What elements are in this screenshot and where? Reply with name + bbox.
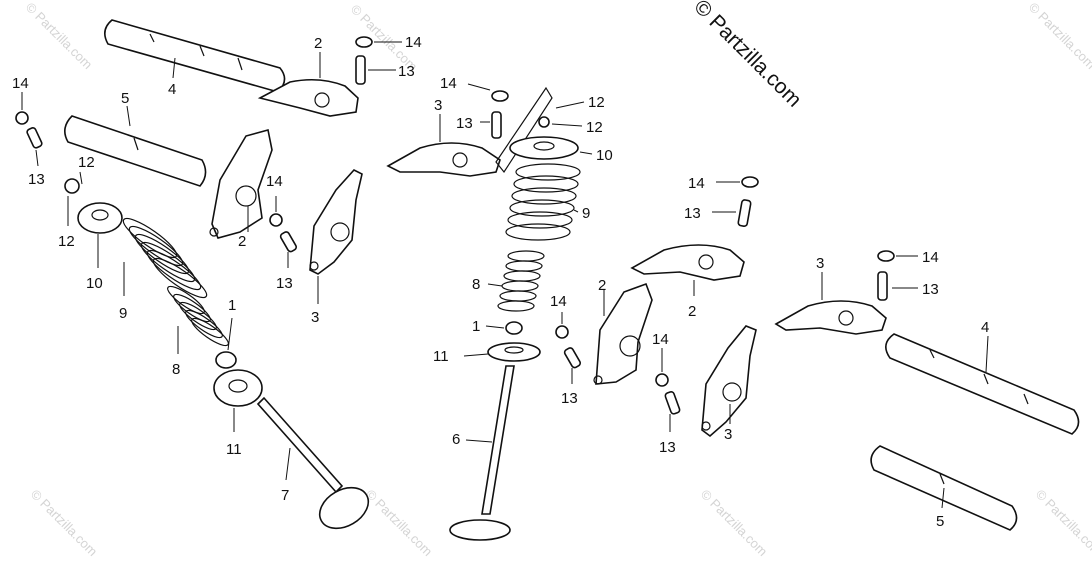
callout-8: 8 xyxy=(172,361,180,378)
callout-14-right-top: 14 xyxy=(688,175,705,192)
callout-14-right-far: 14 xyxy=(922,249,939,266)
watermark: © Partzilla.com xyxy=(1033,487,1092,560)
callout-12b: 12 xyxy=(58,233,75,250)
spring-seat-11-center xyxy=(487,342,541,362)
spring-retainer-10 xyxy=(77,202,123,234)
watermark: © Partzilla.com xyxy=(698,487,771,560)
keeper-bracket xyxy=(495,86,553,174)
callout-9: 9 xyxy=(119,305,127,322)
adjuster-screw-13-right-mid xyxy=(664,390,681,415)
adjuster-screw-13-right-top xyxy=(737,199,752,227)
rocker-arm-2-left-top xyxy=(257,78,359,117)
spring-retainer-10-center xyxy=(509,136,579,160)
nut-14-right-mid xyxy=(655,373,669,387)
callout-13-center: 13 xyxy=(456,115,473,132)
nut-14-mid xyxy=(269,213,283,227)
callout-13-mid: 13 xyxy=(276,275,293,292)
callout-2-right-b: 2 xyxy=(598,277,606,294)
callout-13-left: 13 xyxy=(28,171,45,188)
inner-spring-8-center xyxy=(497,250,545,312)
callout-10-center: 10 xyxy=(596,147,613,164)
callout-2-mid: 2 xyxy=(238,233,246,250)
nut-14-center-low xyxy=(555,325,569,339)
callout-12-center-a: 12 xyxy=(588,94,605,111)
callout-5: 5 xyxy=(121,90,129,107)
watermark: © Partzilla.com xyxy=(363,487,436,560)
stem-seal-1 xyxy=(215,351,237,369)
spring-seat-11 xyxy=(213,369,263,407)
valve-6 xyxy=(449,365,515,541)
nut-14-left xyxy=(15,111,29,125)
callout-6: 6 xyxy=(452,431,460,448)
rocker-shaft-4-right xyxy=(885,333,1080,435)
callout-3-left: 3 xyxy=(311,309,319,326)
outer-spring-9 xyxy=(122,217,208,299)
callout-3-right-far: 3 xyxy=(816,255,824,272)
callout-3-right-mid: 3 xyxy=(724,426,732,443)
nut-14-right-far xyxy=(877,250,895,262)
callout-1-center: 1 xyxy=(472,318,480,335)
rocker-arm-2-left-mid xyxy=(209,129,273,239)
callout-2-top: 2 xyxy=(314,35,322,52)
rocker-arm-2-right-top xyxy=(630,244,745,281)
rocker-arm-3-right-far xyxy=(774,300,887,335)
callout-4: 4 xyxy=(168,81,176,98)
rocker-arm-3-right-mid xyxy=(701,325,757,438)
callout-11-center: 11 xyxy=(433,348,449,365)
callout-11: 11 xyxy=(226,441,242,458)
keeper-12 xyxy=(64,178,80,194)
leader xyxy=(172,57,176,79)
callout-14-right-mid: 14 xyxy=(652,331,669,348)
callout-14-left: 14 xyxy=(12,75,29,92)
callout-9-center: 9 xyxy=(582,205,590,222)
callout-14: 14 xyxy=(405,34,422,51)
adjuster-screw-13-left xyxy=(26,127,43,149)
watermark: © Partzilla.com xyxy=(1026,0,1092,72)
copyright-text: © Partzilla.com xyxy=(689,0,805,112)
outer-spring-9-center xyxy=(505,163,581,241)
watermark: © Partzilla.com xyxy=(28,487,101,560)
nut-14 xyxy=(355,36,373,48)
adjuster-screw-13-right-far xyxy=(877,271,888,301)
callout-8-center: 8 xyxy=(472,276,480,293)
adjuster-screw-13-mid xyxy=(279,231,298,253)
adjuster-screw-13 xyxy=(355,55,366,85)
callout-2-right-a: 2 xyxy=(688,303,696,320)
keeper-12-center xyxy=(538,116,550,128)
callout-13-right-top: 13 xyxy=(684,205,701,222)
nut-14-center xyxy=(491,90,509,102)
callout-4-right: 4 xyxy=(981,319,989,336)
watermark: © Partzilla.com xyxy=(23,0,96,72)
nut-14-right-top xyxy=(741,176,759,188)
adjuster-screw-13-center xyxy=(491,111,502,139)
rocker-arm-2-right-mid xyxy=(593,282,653,385)
callout-7: 7 xyxy=(281,487,289,504)
callout-3-center: 3 xyxy=(434,97,442,114)
callout-5-right: 5 xyxy=(936,513,944,530)
valve-7 xyxy=(256,396,370,530)
callout-14-center: 14 xyxy=(440,75,457,92)
rocker-shaft-4-left xyxy=(104,19,286,93)
inner-spring-8 xyxy=(167,285,229,347)
callout-14-mid: 14 xyxy=(266,173,283,190)
callout-10: 10 xyxy=(86,275,103,292)
callout-13-right-far: 13 xyxy=(922,281,939,298)
callout-13-center-low: 13 xyxy=(561,390,578,407)
rocker-arm-3-left xyxy=(309,169,363,275)
callout-12: 12 xyxy=(78,154,95,171)
stem-seal-1-center xyxy=(505,321,523,335)
rocker-arm-3-center xyxy=(386,142,501,177)
callout-13: 13 xyxy=(398,63,415,80)
adjuster-screw-13-center-low xyxy=(563,347,582,369)
callout-13-right-mid: 13 xyxy=(659,439,676,456)
rocker-shaft-5-left xyxy=(64,115,207,187)
callout-1: 1 xyxy=(228,297,236,314)
callout-12-center-b: 12 xyxy=(586,119,603,136)
callout-14-center-low: 14 xyxy=(550,293,567,310)
